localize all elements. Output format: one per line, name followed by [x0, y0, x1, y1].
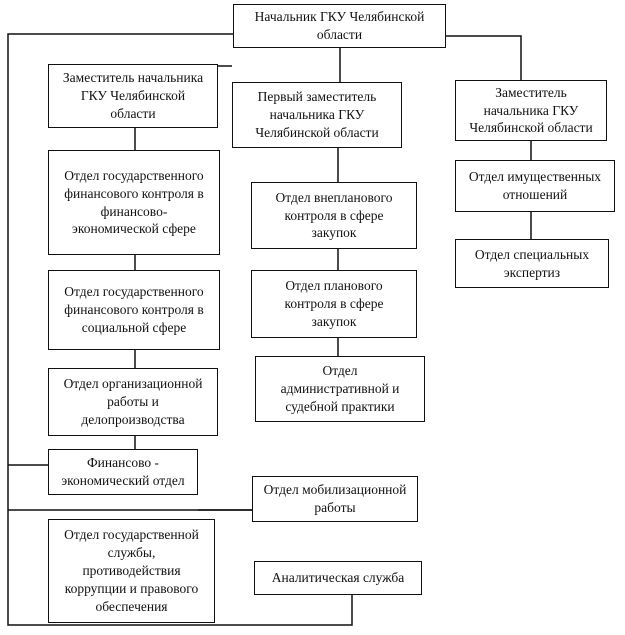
node-head: Начальник ГКУ Челябинской области	[233, 4, 446, 48]
node-dept-civil-service: Отдел государственной службы, противодей…	[48, 519, 215, 623]
node-dept-analytics: Аналитическая служба	[254, 561, 422, 595]
node-dept-unplanned-control: Отдел внепланового контроля в сфере заку…	[251, 182, 417, 249]
node-dept-planned-control-label: Отдел планового контроля в сфере закупок	[284, 278, 384, 329]
node-dept-unplanned-control-label: Отдел внепланового контроля в сфере заку…	[275, 189, 393, 241]
node-dept-social-control-label: Отдел государственного финансового контр…	[64, 284, 204, 335]
node-dept-analytics-label: Аналитическая служба	[271, 570, 405, 586]
connector-head-left	[7, 33, 233, 465]
connector-head-right	[446, 35, 522, 80]
node-deputy-left: Заместитель начальника ГКУ Челябинской о…	[48, 64, 218, 128]
node-dept-org-work-label: Отдел организационной работы и делопроиз…	[63, 376, 203, 427]
node-deputy-left-label: Заместитель начальника ГКУ Челябинской о…	[62, 70, 204, 121]
node-dept-property-label: Отдел имущественных отношений	[468, 169, 602, 202]
node-dept-fin-econ: Финансово - экономический отдел	[48, 449, 198, 495]
node-first-deputy-label: Первый заместитель начальника ГКУ Челяби…	[255, 89, 379, 140]
node-dept-fin-econ-label: Финансово - экономический отдел	[61, 455, 185, 488]
node-head-label: Начальник ГКУ Челябинской области	[254, 9, 425, 42]
node-deputy-right-label: Заместитель начальника ГКУ Челябинской о…	[469, 84, 593, 136]
node-dept-planned-control: Отдел планового контроля в сфере закупок	[251, 270, 417, 338]
node-dept-org-work: Отдел организационной работы и делопроиз…	[48, 368, 218, 436]
node-dept-civil-service-label: Отдел государственной службы, противодей…	[64, 527, 199, 614]
node-dept-mobilization-label: Отдел мобилизационной работы	[263, 482, 407, 515]
node-dept-admin-judicial-label: Отдел административной и судебной практи…	[280, 363, 400, 414]
node-deputy-right: Заместитель начальника ГКУ Челябинской о…	[455, 80, 607, 141]
node-dept-mobilization: Отдел мобилизационной работы	[252, 476, 418, 522]
node-dept-expertise: Отдел специальных экспертиз	[455, 239, 609, 288]
node-first-deputy: Первый заместитель начальника ГКУ Челяби…	[232, 82, 402, 148]
node-dept-fin-econ-control: Отдел государственного финансового контр…	[48, 150, 220, 255]
node-dept-admin-judicial: Отдел административной и судебной практи…	[255, 356, 425, 422]
node-dept-expertise-label: Отдел специальных экспертиз	[474, 246, 590, 280]
node-dept-social-control: Отдел государственного финансового контр…	[48, 270, 220, 350]
node-dept-property: Отдел имущественных отношений	[455, 160, 615, 212]
node-dept-fin-econ-control-label: Отдел государственного финансового контр…	[64, 167, 204, 237]
connector-bottom-loop	[7, 465, 353, 626]
